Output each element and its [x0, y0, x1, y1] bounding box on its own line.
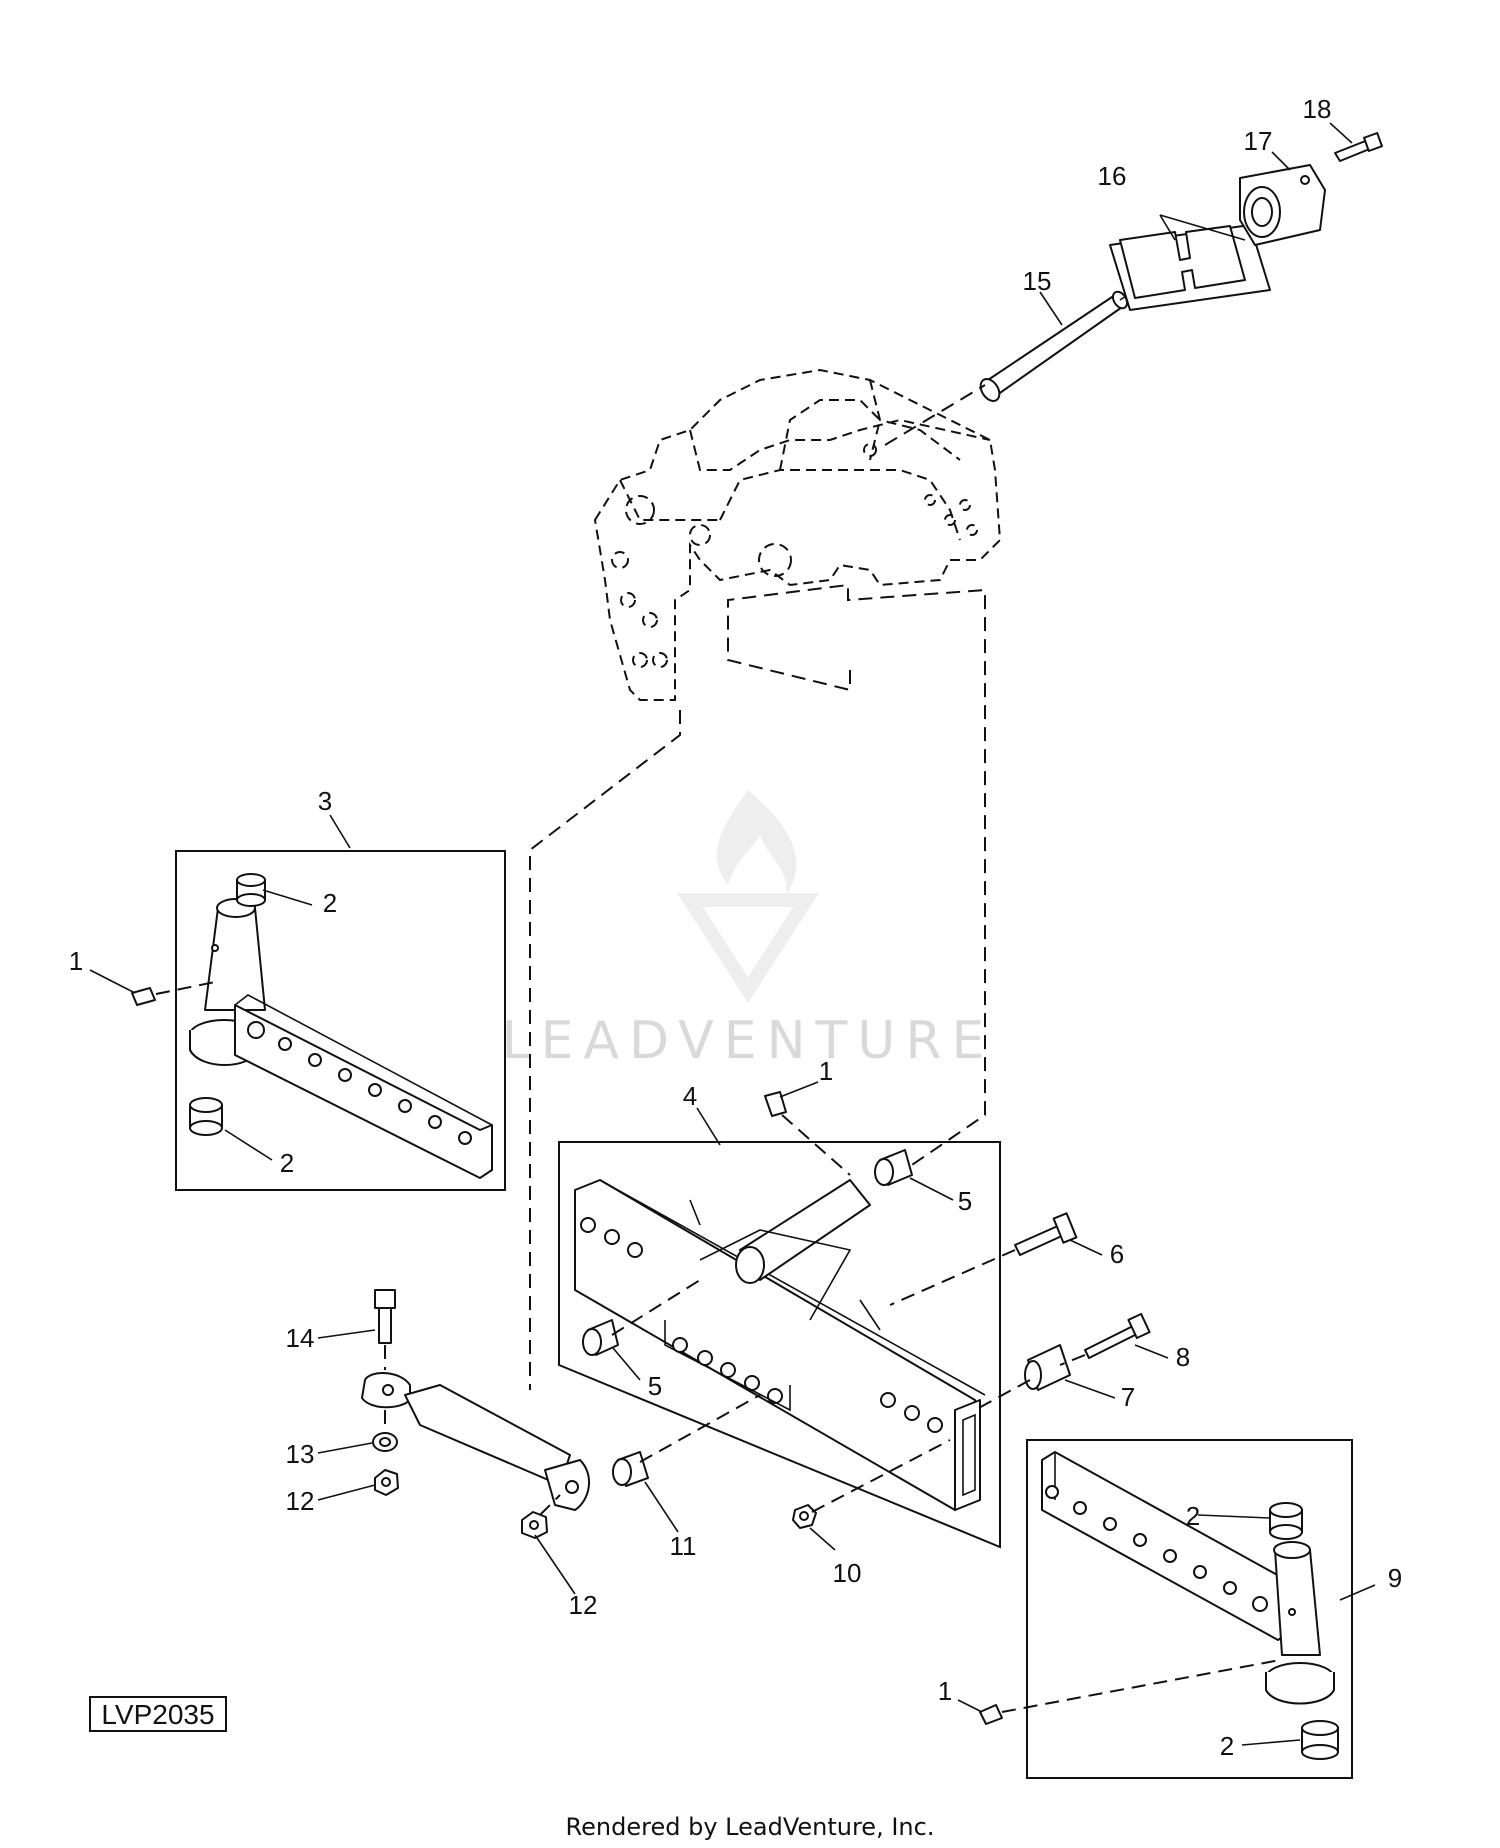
bushing-7	[974, 1344, 1071, 1411]
bolt-14	[374, 1289, 396, 1370]
callout-1-left: 1	[69, 946, 83, 976]
callout-17: 17	[1244, 126, 1273, 156]
alignment-lines	[529, 583, 986, 1390]
callout-1-right: 1	[938, 1676, 952, 1706]
assembly-box-9	[1026, 1439, 1353, 1779]
bushing-2-upper-right	[1269, 1502, 1303, 1540]
callout-2-upper-right: 2	[1186, 1501, 1200, 1531]
bushing-2-lower-right	[1301, 1720, 1339, 1760]
callout-8: 8	[1176, 1342, 1190, 1372]
callout-3: 3	[318, 786, 332, 816]
callout-16: 16	[1098, 161, 1127, 191]
assembly-box-4	[558, 1141, 1001, 1549]
callout-13: 13	[286, 1439, 315, 1469]
bushing-5-upper	[874, 1149, 913, 1186]
callout-2-upper-left: 2	[323, 888, 337, 918]
callout-2-lower-left: 2	[280, 1148, 294, 1178]
assembly-box-3	[175, 850, 506, 1191]
callout-1-center: 1	[819, 1056, 833, 1086]
callout-10: 10	[833, 1558, 862, 1588]
callout-5-lower: 5	[648, 1371, 662, 1401]
bushing-2-lower-left	[189, 1097, 223, 1136]
callout-18: 18	[1303, 94, 1332, 124]
bushing-5-lower	[582, 1279, 701, 1356]
callout-11: 11	[670, 1531, 697, 1561]
callout-12-left: 12	[286, 1486, 315, 1516]
callout-7: 7	[1121, 1382, 1135, 1412]
leader-lines	[89, 122, 1376, 1746]
bushing-11	[612, 1394, 761, 1487]
shims-16	[1109, 214, 1271, 311]
bolt-18	[1334, 132, 1383, 162]
tie-rod	[361, 1372, 591, 1511]
callout-6: 6	[1110, 1239, 1124, 1269]
watermark: LEADVENTURE	[502, 790, 995, 1071]
pin-6	[889, 1212, 1078, 1306]
callout-12-right: 12	[569, 1590, 598, 1620]
callout-labels: 18 17 16 15 3 1 2 2 1 4 5 6 8 7 5 14 13 …	[69, 94, 1402, 1761]
bushing-2-upper-left	[236, 873, 266, 907]
footer-text: Rendered by LeadVenture, Inc.	[566, 1813, 935, 1841]
shaft-15	[884, 290, 1133, 446]
transmission-housing	[593, 368, 1002, 701]
callout-14: 14	[286, 1323, 315, 1353]
nut-10	[792, 1439, 951, 1529]
figure-id: LVP2035	[89, 1696, 227, 1732]
callout-4: 4	[683, 1081, 697, 1111]
figure-id-text: LVP2035	[101, 1699, 214, 1730]
grease-fitting-1-left	[131, 981, 216, 1006]
callout-2-lower-right: 2	[1220, 1731, 1234, 1761]
axle-half-left-3	[189, 898, 493, 1179]
axle-center-beam-4	[574, 1179, 986, 1511]
axle-half-right-9	[1041, 1451, 1335, 1705]
callout-9: 9	[1388, 1563, 1402, 1593]
bolt-8	[1059, 1312, 1151, 1366]
callout-5-upper: 5	[958, 1186, 972, 1216]
watermark-text: LEADVENTURE	[502, 1011, 995, 1071]
nut-12-right	[521, 1494, 561, 1539]
callout-15: 15	[1023, 266, 1052, 296]
nut-12-left	[374, 1469, 399, 1496]
watermark-logo-icon	[677, 790, 819, 1003]
washer-13	[372, 1410, 398, 1452]
bearing-housing-17	[1239, 164, 1326, 246]
grease-fitting-1-right	[979, 1659, 1281, 1725]
grease-fitting-1-center	[764, 1091, 851, 1176]
